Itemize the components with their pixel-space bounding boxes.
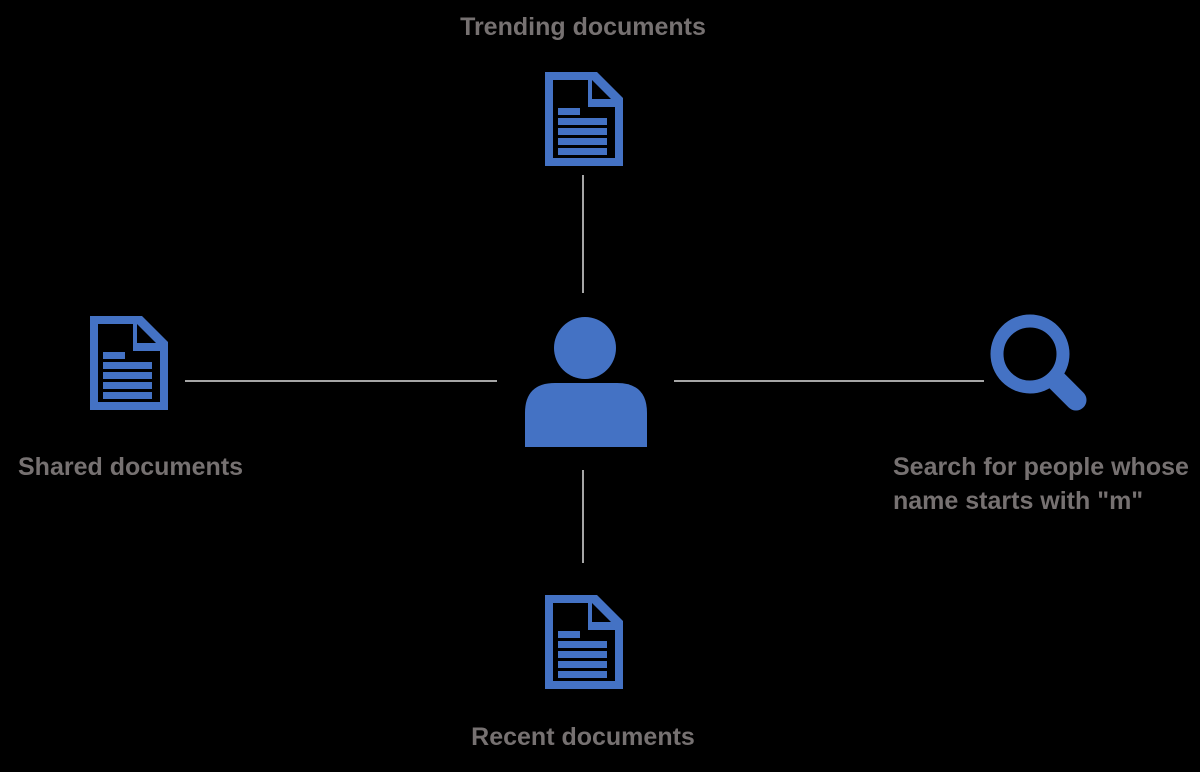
label-search-people-line2: name starts with "m": [893, 487, 1144, 515]
label-trending-documents: Trending documents: [460, 13, 706, 41]
connector-bottom: [582, 470, 584, 563]
connector-top: [582, 175, 584, 293]
search-icon: [990, 314, 1087, 411]
label-search-people-line1: Search for people whose: [893, 453, 1189, 481]
shared-documents-icon: [90, 316, 168, 410]
label-search-people: Search for people whose name starts with…: [893, 450, 1189, 518]
label-recent-documents: Recent documents: [471, 723, 695, 751]
trending-documents-icon: [545, 72, 623, 166]
label-shared-documents: Shared documents: [18, 453, 244, 481]
recent-documents-icon: [545, 595, 623, 689]
person-icon: [525, 317, 647, 447]
connector-right: [674, 380, 984, 382]
connector-left: [185, 380, 497, 382]
